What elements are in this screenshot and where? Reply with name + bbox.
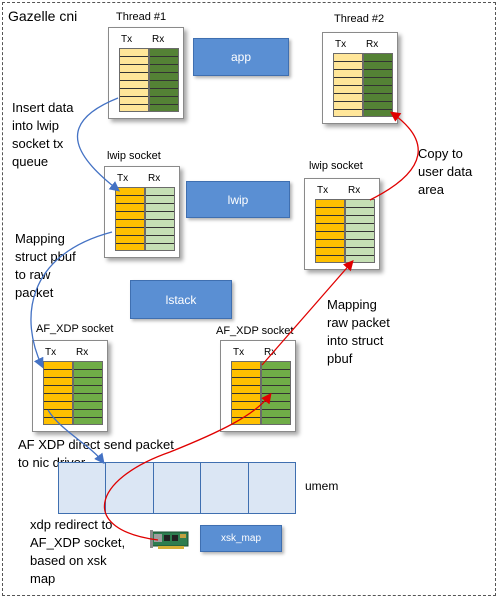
note-line: Mapping — [327, 297, 377, 312]
umem-frame — [201, 463, 249, 513]
thread2-socket: Tx Rx — [322, 32, 398, 124]
lwip-socket-right-label: lwip socket — [309, 160, 363, 172]
arrow-insert — [76, 97, 121, 192]
arrow-copy-user — [369, 111, 419, 201]
thread2-rx-queue — [363, 53, 393, 117]
app-block: app — [193, 38, 289, 76]
umem-frame — [154, 463, 202, 513]
note-line: raw packet — [327, 315, 390, 330]
umem-frame — [59, 463, 107, 513]
afxdp-left-tx-queue — [43, 361, 73, 425]
afxdp-right-label: AF_XDP socket — [216, 325, 294, 337]
note-line: AF_XDP socket, — [30, 535, 126, 550]
lwip-right-rx-queue — [345, 199, 375, 263]
thread1-tx-label: Tx — [121, 34, 133, 45]
note-line: pbuf — [327, 351, 353, 366]
note-mapping-left: Mapping struct pbuf to raw packet — [15, 230, 76, 302]
afxdp-left-rx-queue — [73, 361, 103, 425]
afxdp-left-label: AF_XDP socket — [36, 323, 114, 335]
note-xdp-redirect: xdp redirect to AF_XDP socket, based on … — [30, 516, 125, 588]
note-line: AF XDP direct send packet — [18, 437, 174, 452]
note-mapping-right: Mapping raw packet into struct pbuf — [327, 296, 390, 368]
note-line: packet — [15, 285, 54, 300]
lwip-right-tx-queue — [315, 199, 345, 263]
afxdp-right-rx-label: Rx — [264, 347, 277, 358]
afxdp-right-tx-queue — [231, 361, 261, 425]
thread2-tx-queue — [333, 53, 363, 117]
lwip-socket-left-label: lwip socket — [107, 150, 161, 162]
thread2-rx-label: Rx — [366, 39, 379, 50]
diagram-title: Gazelle cni — [8, 8, 78, 24]
note-line: queue — [12, 154, 49, 169]
lwip-left-tx-label: Tx — [117, 173, 129, 184]
lwip-right-tx-label: Tx — [317, 185, 329, 196]
thread1-tx-queue — [119, 48, 149, 112]
thread2-label: Thread #2 — [334, 13, 385, 25]
umem-label: umem — [305, 479, 339, 493]
note-insert-data: Insert data into lwip socket tx queue — [12, 99, 73, 171]
diagram-frame — [2, 2, 496, 596]
lwip-block: lwip — [186, 181, 290, 218]
note-line: socket tx — [12, 136, 64, 151]
umem-frame — [106, 463, 154, 513]
thread1-rx-label: Rx — [152, 34, 165, 45]
afxdp-socket-left: Tx Rx — [32, 340, 108, 432]
note-line: struct pbuf — [15, 249, 76, 264]
umem-block — [58, 462, 296, 514]
afxdp-socket-right: Tx Rx — [220, 340, 296, 432]
thread1-rx-queue — [149, 48, 179, 112]
lwip-left-tx-queue — [115, 187, 145, 251]
note-line: Copy to — [418, 146, 463, 161]
note-line: Mapping — [15, 231, 65, 246]
arrow-xdp-redirect — [103, 392, 272, 541]
note-copy-user: Copy to user data area — [418, 145, 472, 199]
thread1-socket: Tx Rx — [108, 27, 184, 119]
thread2-tx-label: Tx — [335, 39, 347, 50]
lwip-left-rx-queue — [145, 187, 175, 251]
note-line: Insert data — [12, 100, 74, 115]
note-line: based on xsk — [30, 553, 107, 568]
note-line: xdp redirect to — [30, 517, 113, 532]
xsk-map-block: xsk_map — [200, 525, 282, 552]
arrow-mapping-right — [261, 260, 354, 366]
lstack-block: lstack — [130, 280, 232, 319]
note-line: into struct — [327, 333, 384, 348]
lwip-socket-right: Tx Rx — [304, 178, 380, 270]
arrow-send-nic — [47, 409, 105, 465]
note-line: into lwip — [12, 118, 59, 133]
arrow-mapping-left — [30, 231, 113, 369]
afxdp-right-tx-label: Tx — [233, 347, 245, 358]
note-line: map — [30, 571, 56, 586]
note-line: area — [418, 182, 445, 197]
afxdp-left-rx-label: Rx — [76, 347, 89, 358]
note-line: user data — [418, 164, 473, 179]
lwip-right-rx-label: Rx — [348, 185, 361, 196]
lwip-left-rx-label: Rx — [148, 173, 161, 184]
thread1-label: Thread #1 — [116, 11, 167, 23]
afxdp-left-tx-label: Tx — [45, 347, 57, 358]
